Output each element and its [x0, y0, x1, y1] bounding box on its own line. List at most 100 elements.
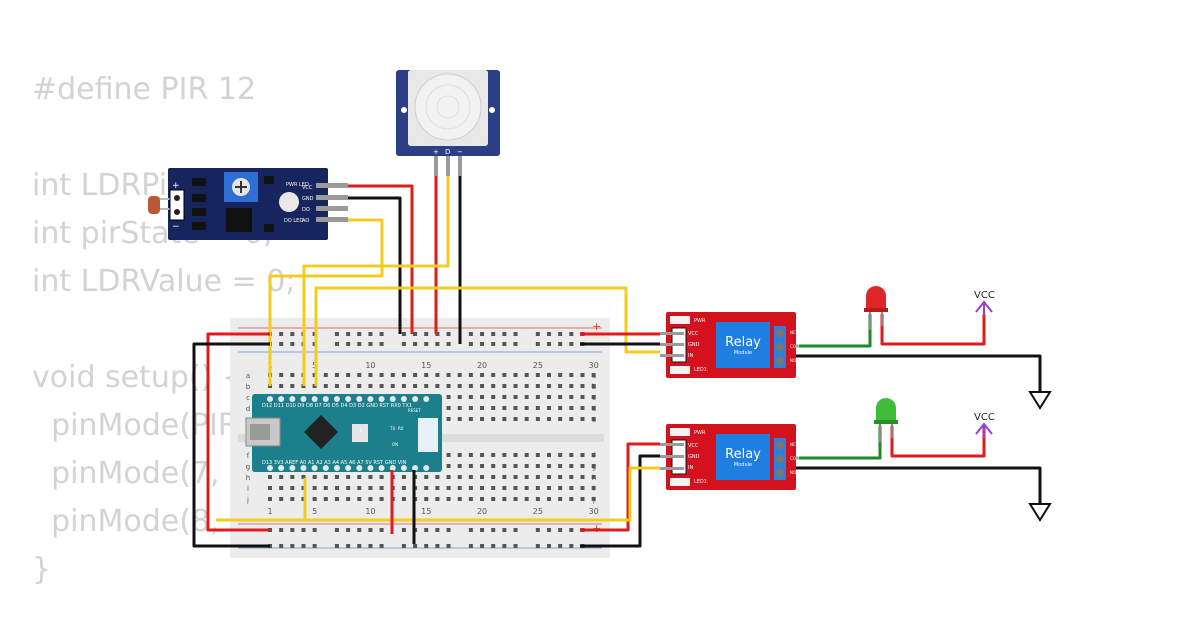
- relay-module-1[interactable]: PWR LED1 VCC GND IN Relay Module NC COM …: [660, 312, 800, 378]
- wire-ldr-vcc[interactable]: [348, 184, 414, 334]
- breadboard-row-letter: a: [246, 372, 250, 380]
- comparator-chip: [226, 208, 252, 232]
- ldr-pin-gnd: GND: [302, 196, 314, 202]
- nano-tx-label: TX: [389, 426, 395, 431]
- relay1-led-label: LED1: [694, 367, 707, 373]
- relay1-subtitle: Module: [734, 350, 752, 356]
- nano-bottom-pin-labels: D13 3V3 AREF A0 A1 A2 A3 A4 A5 A6 A7 5V …: [262, 460, 407, 466]
- pir-dome: [414, 73, 482, 141]
- breadboard-row-letter: f: [593, 452, 596, 460]
- code-line: #define PIR 12: [32, 72, 257, 107]
- breadboard-column-number: 5: [312, 507, 317, 516]
- ground-symbol-1: [1028, 391, 1052, 410]
- nano-led-label: L: [360, 428, 363, 434]
- breadboard-row-letter: h: [246, 474, 250, 482]
- ldr-do-led-label: DO LED: [284, 218, 303, 224]
- relay2-subtitle: Module: [734, 462, 752, 468]
- wire-led2-vcc[interactable]: [890, 424, 986, 458]
- wire-led1-vcc[interactable]: [880, 314, 986, 346]
- led-green[interactable]: [874, 398, 898, 442]
- pir-sensor[interactable]: + D −: [396, 70, 500, 176]
- breadboard-row-letter: e: [592, 416, 596, 424]
- breadboard-row-letter: d: [592, 405, 596, 413]
- breadboard-row-letter: d: [246, 405, 250, 413]
- wire-relay1-led[interactable]: [790, 314, 872, 348]
- wire-relay2-vcc[interactable]: [580, 442, 660, 532]
- relay1-term-no: NO: [790, 358, 796, 363]
- breadboard-column-number: 15: [421, 507, 431, 516]
- nano-on-label: ON: [392, 442, 398, 447]
- breadboard-column-number: 30: [589, 361, 599, 370]
- relay1-pwr-label: PWR: [694, 318, 706, 324]
- breadboard-row-letter: f: [247, 452, 250, 460]
- breadboard-plus-top: +: [592, 320, 601, 333]
- relay1-title: Relay: [725, 335, 761, 350]
- relay-module-2[interactable]: PWR LED1 VCC GND IN Relay Module NC COM …: [660, 424, 800, 490]
- photoresistor: [148, 196, 160, 214]
- breadboard-row-letter: g: [592, 463, 596, 471]
- vcc-label-2: VCC: [974, 412, 995, 423]
- breadboard-column-number: 15: [421, 361, 431, 370]
- breadboard-row-letter: b: [246, 383, 251, 391]
- relay2-led-label: LED1: [694, 479, 707, 485]
- breadboard-column-number: 1: [267, 507, 272, 516]
- ldr-pin-vcc: VCC: [302, 185, 313, 191]
- relay2-pin-in: IN: [688, 465, 693, 471]
- relay2-pin-gnd: GND: [688, 454, 700, 460]
- breadboard-column-number: 25: [533, 361, 543, 370]
- wire-relay2-gnd[interactable]: [580, 454, 660, 548]
- ldr-plus-label: +: [172, 181, 180, 191]
- wire-relay2-ground[interactable]: [790, 466, 1042, 504]
- breadboard-row-letter: c: [246, 394, 250, 402]
- ground-symbol-2: [1028, 503, 1052, 522]
- breadboard-column-number: 20: [477, 507, 487, 516]
- breadboard-column-number: 30: [589, 507, 599, 516]
- wire-rail-ground[interactable]: [192, 342, 270, 548]
- power-led: [279, 192, 299, 212]
- wire-pir-out[interactable]: [302, 176, 450, 386]
- breadboard-row-letter: b: [592, 383, 597, 391]
- breadboard-column-number: 10: [365, 361, 375, 370]
- nano-rx-label: RX: [398, 426, 404, 431]
- nano-top-pin-labels: D12 D11 D10 D9 D8 D7 D6 D5 D4 D3 D2 GND …: [262, 403, 412, 409]
- ldr-pwr-led-label: PWR LED: [286, 182, 309, 188]
- relay1-pin-gnd: GND: [688, 342, 700, 348]
- relay1-pin-vcc: VCC: [688, 331, 699, 337]
- relay1-term-com: COM: [790, 344, 800, 349]
- breadboard-row-letter: h: [592, 474, 596, 482]
- vcc-symbol-2: VCC: [974, 412, 995, 438]
- wire-rail-power[interactable]: [206, 332, 270, 532]
- relay2-pin-vcc: VCC: [688, 443, 699, 449]
- pir-pin-minus-label: −: [457, 148, 463, 156]
- breadboard-column-number: 25: [533, 507, 543, 516]
- ldr-pin-ao: AO: [302, 218, 309, 224]
- microcontroller-chip: [304, 415, 338, 449]
- arduino-nano[interactable]: D12 D11 D10 D9 D8 D7 D6 D5 D4 D3 D2 GND …: [245, 394, 442, 472]
- breadboard-row-letter: j: [246, 496, 249, 504]
- ldr-sensor-module[interactable]: + − PWR LED DO LED VCC GND DO AO: [148, 168, 348, 240]
- relay1-pin-in: IN: [688, 353, 693, 359]
- pir-pin-plus-label: +: [433, 148, 439, 156]
- breadboard-column-number: 10: [365, 507, 375, 516]
- led-red[interactable]: [864, 286, 888, 330]
- breadboard-row-letter: i: [247, 485, 249, 493]
- wire-relay1-ground[interactable]: [790, 354, 1042, 392]
- relay1-term-nc: NC: [790, 330, 796, 335]
- breadboard-row-letter: i: [593, 485, 595, 493]
- relay2-pwr-label: PWR: [694, 430, 706, 436]
- breadboard-row-letter: c: [592, 394, 596, 402]
- pir-pin-d-label: D: [445, 148, 450, 156]
- code-line: int LDRValue = 0;: [32, 264, 296, 299]
- wire-relay2-led[interactable]: [790, 426, 882, 460]
- breadboard-row-letter: j: [592, 496, 595, 504]
- relay2-term-com: COM: [790, 456, 800, 461]
- wire-relay2-signal[interactable]: [216, 466, 660, 522]
- breadboard-column-number: 20: [477, 361, 487, 370]
- wire-ldr-ao[interactable]: [268, 218, 384, 386]
- nano-reset-label: RESET: [408, 408, 421, 413]
- relay2-title: Relay: [725, 447, 761, 462]
- breadboard-row-letter: a: [592, 372, 596, 380]
- wire-relay1-in[interactable]: [314, 286, 660, 386]
- reset-button[interactable]: [352, 424, 368, 442]
